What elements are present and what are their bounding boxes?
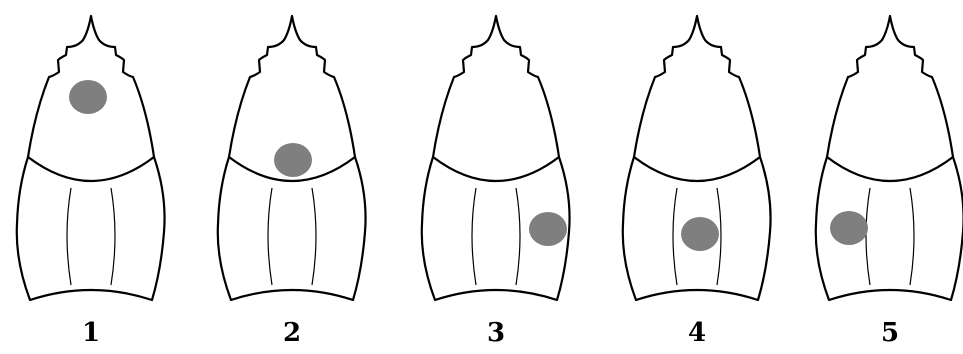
figure-label-3: 3 xyxy=(476,318,516,348)
segment-outline-5 xyxy=(816,16,963,300)
figure-label-2: 2 xyxy=(272,318,312,348)
segment-outline-1 xyxy=(17,16,165,300)
figure-label-5: 5 xyxy=(870,318,910,348)
spot-marker xyxy=(529,212,567,246)
segment-outline-2 xyxy=(218,16,366,300)
spot-marker xyxy=(69,80,107,114)
figure-label-1: 1 xyxy=(71,318,111,348)
body-outline xyxy=(816,16,963,300)
figure-label-4: 4 xyxy=(677,318,717,348)
body-outline xyxy=(422,16,570,300)
body-outline xyxy=(623,16,771,300)
spot-marker xyxy=(274,143,312,177)
segment-outline-4 xyxy=(623,16,771,300)
spot-marker xyxy=(681,217,719,251)
spot-marker xyxy=(830,211,868,245)
segment-outline-3 xyxy=(422,16,570,300)
body-outline xyxy=(17,16,165,300)
